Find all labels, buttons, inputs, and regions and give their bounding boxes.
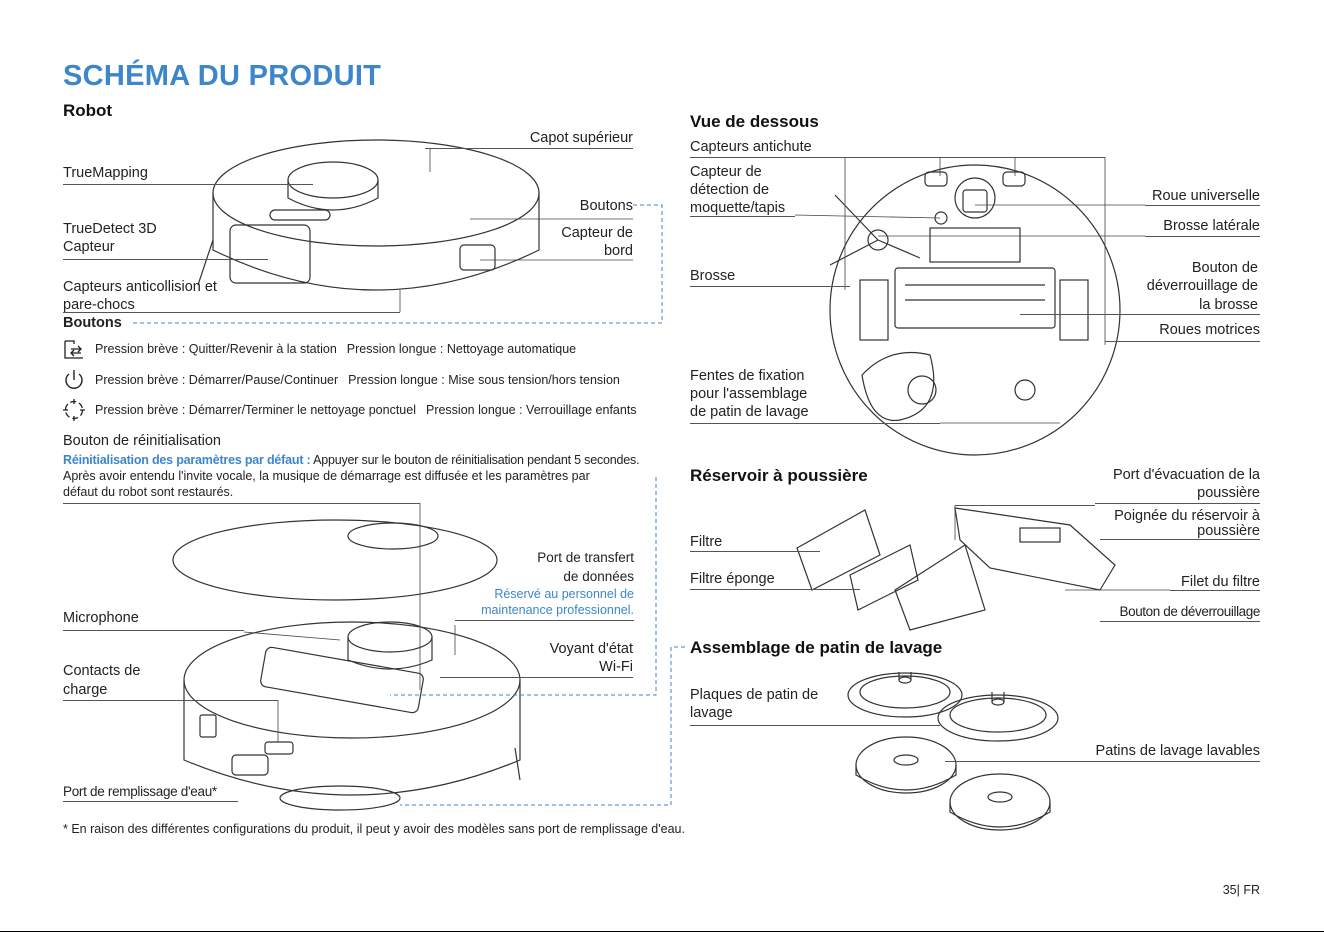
label-unlock-1: Bouton de (1191, 260, 1258, 276)
power-icon (65, 370, 83, 389)
label-brosse-laterale: Brosse latérale (1163, 218, 1260, 234)
label-truemapping: TrueMapping (63, 165, 148, 181)
label-capot: Capot supérieur (529, 130, 633, 146)
label-fentes-3: de patin de lavage (690, 404, 809, 420)
button-spot-short: Pression brève : Démarrer/Terminer le ne… (95, 403, 416, 417)
label-water-port: Port de remplissage d'eau* (63, 784, 217, 799)
label-fentes-1: Fentes de fixation (690, 368, 805, 384)
label-dustbin-unlock: Bouton de déverrouillage (1119, 604, 1260, 619)
label-roue: Roue universelle (1151, 188, 1260, 204)
label-wifi-2: Wi-Fi (599, 659, 633, 675)
label-truedetect-1: TrueDetect 3D (63, 221, 157, 237)
button-home-short: Pression brève : Quitter/Revenir à la st… (95, 342, 337, 356)
label-microphone: Microphone (63, 610, 139, 626)
buttons-heading: Boutons (63, 315, 122, 331)
reset-highlight: Réinitialisation des paramètres par défa… (63, 453, 311, 467)
label-contacts-2: charge (63, 682, 108, 698)
underside-heading: Vue de dessous (690, 112, 819, 131)
label-handle-2: poussière (1197, 523, 1260, 539)
button-power-long: Pression longue : Mise sous tension/hors… (348, 373, 620, 387)
label-bord-2: bord (603, 243, 633, 259)
label-boutons: Boutons (579, 198, 633, 214)
reset-line-2: Après avoir entendu l'invite vocale, la … (63, 469, 590, 483)
mop-plates-illustration (847, 672, 1059, 831)
label-wifi-1: Voyant d'état (549, 641, 633, 657)
label-fentes-2: pour l'assemblage (690, 386, 808, 402)
label-brosse: Brosse (690, 268, 736, 284)
label-moquette-1: Capteur de (690, 164, 762, 180)
robot-top-illustration (197, 139, 540, 291)
robot-open-illustration (183, 621, 521, 811)
label-handle-1: Poignée du réservoir à (1114, 508, 1260, 524)
label-contacts-1: Contacts de (63, 663, 141, 679)
robot-heading: Robot (63, 101, 113, 120)
label-anticollision-2: pare-chocs (63, 297, 135, 313)
robot-underside-illustration (829, 164, 1121, 456)
button-home-long: Pression longue : Nettoyage automatique (346, 342, 577, 356)
dustbin-heading: Réservoir à poussière (690, 466, 868, 485)
mop-heading: Assemblage de patin de lavage (690, 638, 943, 657)
label-evac-2: poussière (1197, 485, 1260, 501)
label-antichute: Capteurs antichute (690, 139, 812, 155)
label-transfer-2: de données (563, 569, 634, 584)
label-transfer-1: Port de transfert (537, 550, 634, 565)
page-title: SCHÉMA DU PRODUIT (63, 60, 382, 92)
button-power-short: Pression brève : Démarrer/Pause/Continue… (95, 373, 339, 387)
label-unlock-3: la brosse (1199, 297, 1258, 313)
label-reserved-2: maintenance professionnel. (481, 603, 634, 617)
label-filtre: Filtre (690, 534, 723, 550)
label-pads: Patins de lavage lavables (1095, 743, 1260, 759)
label-unlock-2: déverrouillage de (1146, 278, 1258, 294)
reset-line-3: défaut du robot sont restaurés. (63, 485, 234, 499)
label-evac-1: Port d'évacuation de la (1112, 467, 1260, 483)
button-spot-long: Pression longue : Verrouillage enfants (425, 403, 637, 417)
dashed-connectors (130, 204, 685, 806)
label-moquette-2: détection de (690, 182, 770, 198)
footnote: * En raison des différentes configuratio… (63, 822, 685, 836)
reset-text-1: Appuyer sur le bouton de réinitialisatio… (310, 453, 640, 467)
label-roues-motrices: Roues motrices (1159, 322, 1260, 338)
leader-lines (243, 148, 1170, 742)
button-row-power: Pression brève : Démarrer/Pause/Continue… (63, 369, 620, 391)
spot-clean-icon (63, 399, 85, 421)
button-row-home: Pression brève : Quitter/Revenir à la st… (63, 338, 576, 360)
label-anticollision-1: Capteurs anticollision et (63, 279, 217, 295)
label-bord-1: Capteur de (561, 225, 633, 241)
robot-lid-illustration (172, 519, 498, 601)
label-filtre-eponge: Filtre éponge (690, 571, 775, 587)
label-plates-2: lavage (690, 705, 733, 721)
button-row-spot: Pression brève : Démarrer/Terminer le ne… (63, 399, 637, 421)
reset-heading: Bouton de réinitialisation (63, 433, 221, 449)
page-number: 35| FR (1222, 883, 1260, 897)
home-arrow-icon (64, 340, 83, 359)
label-moquette-3: moquette/tapis (690, 200, 786, 216)
label-filet: Filet du filtre (1181, 574, 1260, 590)
footer-rule (0, 931, 1324, 932)
label-plates-1: Plaques de patin de (690, 687, 819, 703)
label-truedetect-2: Capteur (63, 239, 115, 255)
label-reserved-1: Réservé au personnel de (494, 587, 634, 601)
reset-line-1: Réinitialisation des paramètres par défa… (63, 453, 663, 467)
